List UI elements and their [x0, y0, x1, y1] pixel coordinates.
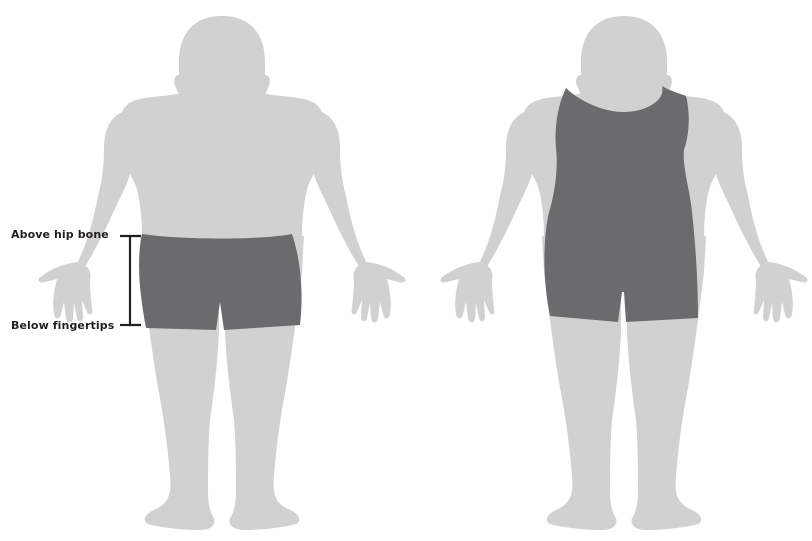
shorts-garment — [139, 234, 302, 330]
annotation-below-fingertips: Below fingertips — [11, 319, 114, 332]
length-bracket — [120, 236, 141, 325]
figure-shorts — [38, 16, 405, 530]
one-piece-garment — [544, 86, 698, 322]
annotation-above-hip-bone: Above hip bone — [11, 228, 109, 241]
figure-one-piece — [440, 16, 807, 530]
